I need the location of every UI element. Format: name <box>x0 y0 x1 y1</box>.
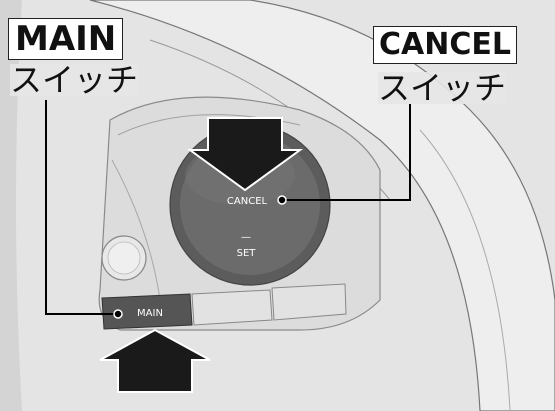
main-leader-line <box>45 100 118 315</box>
set-button-mark: — <box>241 232 251 243</box>
main-button-label: MAIN <box>137 308 163 319</box>
strip-button-middle[interactable] <box>191 289 273 326</box>
spoke-bevel-left <box>111 159 161 301</box>
set-button-label: SET <box>237 248 257 259</box>
main-button-shape[interactable] <box>101 293 193 330</box>
control-disc[interactable] <box>180 135 320 275</box>
cancel-callout-title: CANCEL <box>373 26 517 64</box>
main-callout-subtitle: スイッチ <box>10 61 139 99</box>
down-arrow-icon <box>186 117 304 192</box>
up-arrow-icon <box>99 328 211 393</box>
strip-button-right[interactable] <box>271 283 347 321</box>
round-side-button-inner <box>107 241 141 275</box>
cancel-button-label: CANCEL <box>227 196 268 207</box>
cancel-leader-line <box>282 104 411 201</box>
wheel-edge-left <box>0 0 22 411</box>
dot-icon <box>113 309 123 319</box>
wheel-contour-line-outer <box>419 129 511 411</box>
dot-icon <box>277 195 287 205</box>
main-callout-title: MAIN <box>8 18 124 60</box>
cancel-callout-subtitle: スイッチ <box>378 69 507 107</box>
